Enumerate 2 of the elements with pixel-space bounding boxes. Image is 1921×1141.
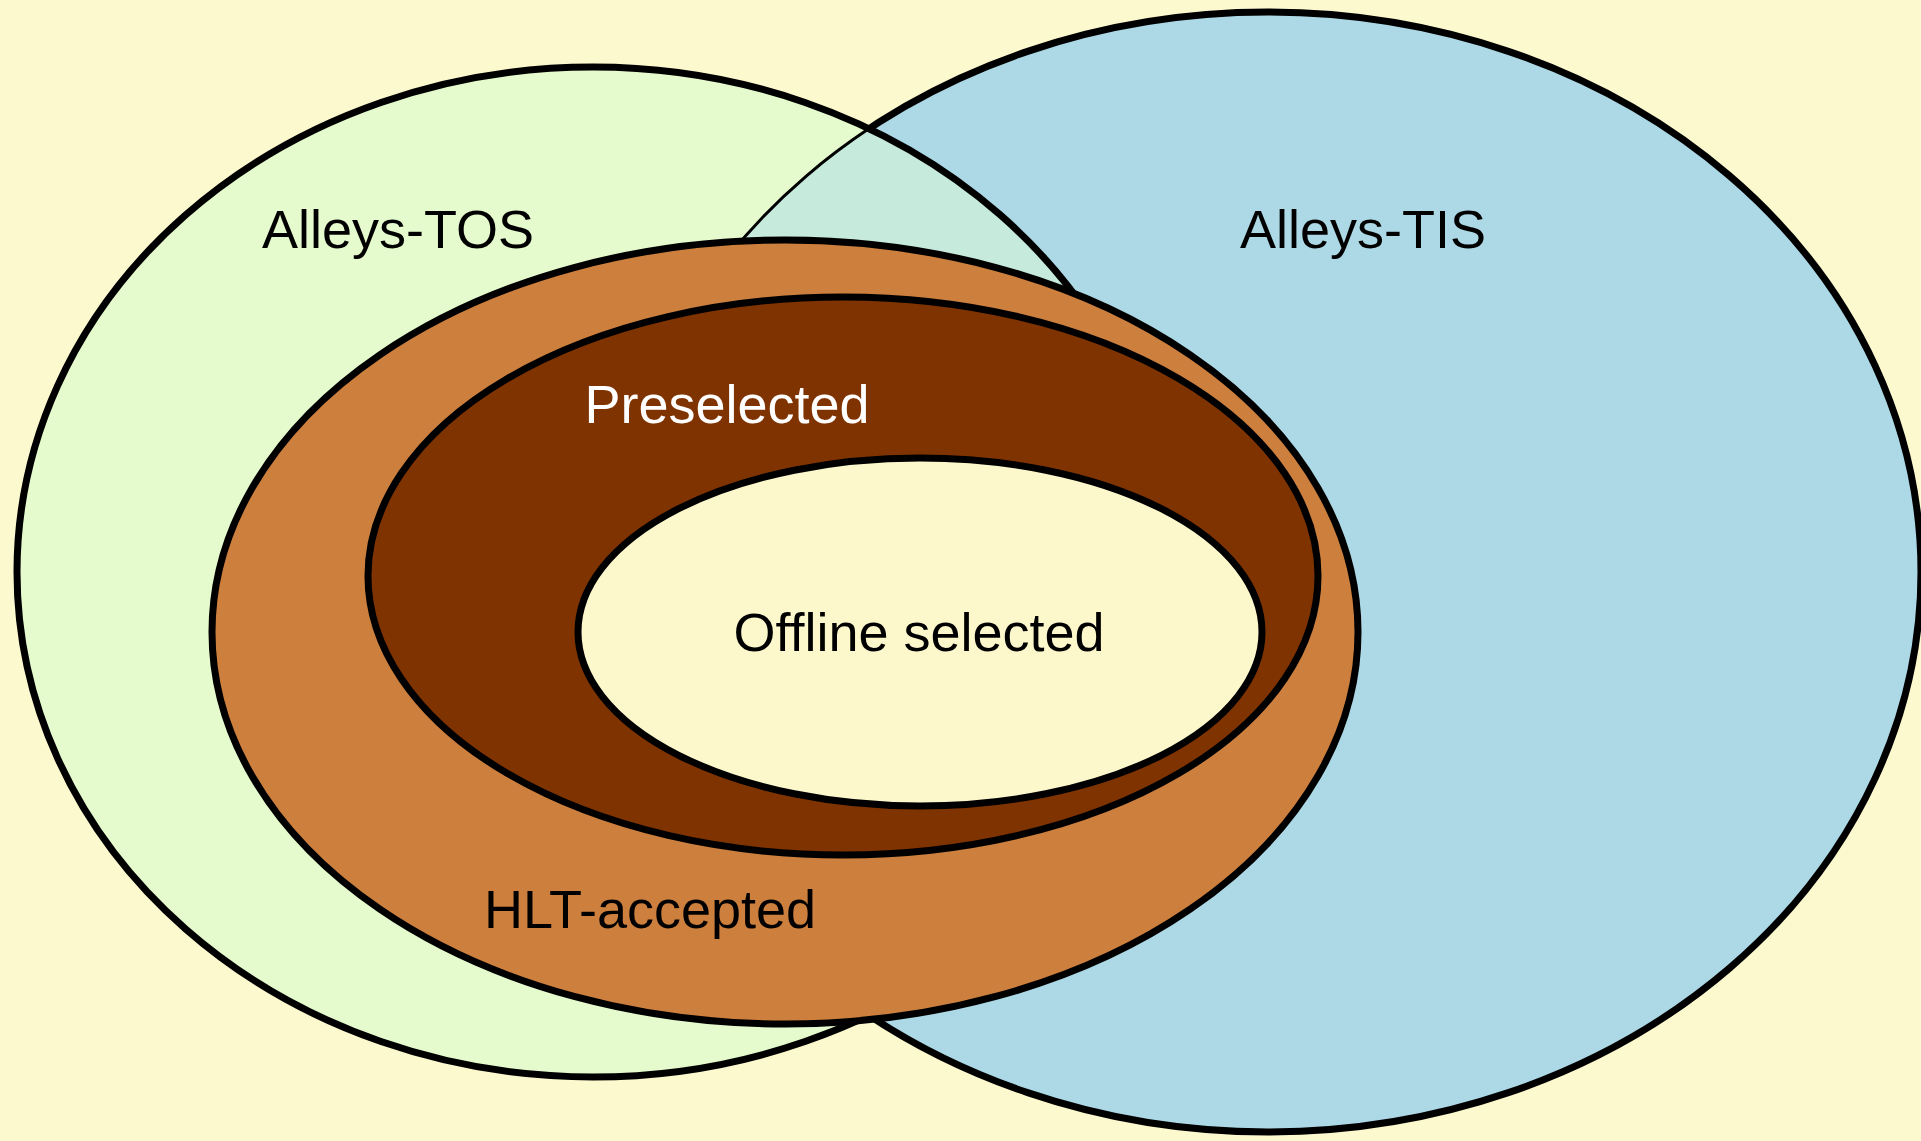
set-label: Preselected bbox=[584, 377, 870, 431]
set-label: Offline selected bbox=[733, 605, 1105, 659]
